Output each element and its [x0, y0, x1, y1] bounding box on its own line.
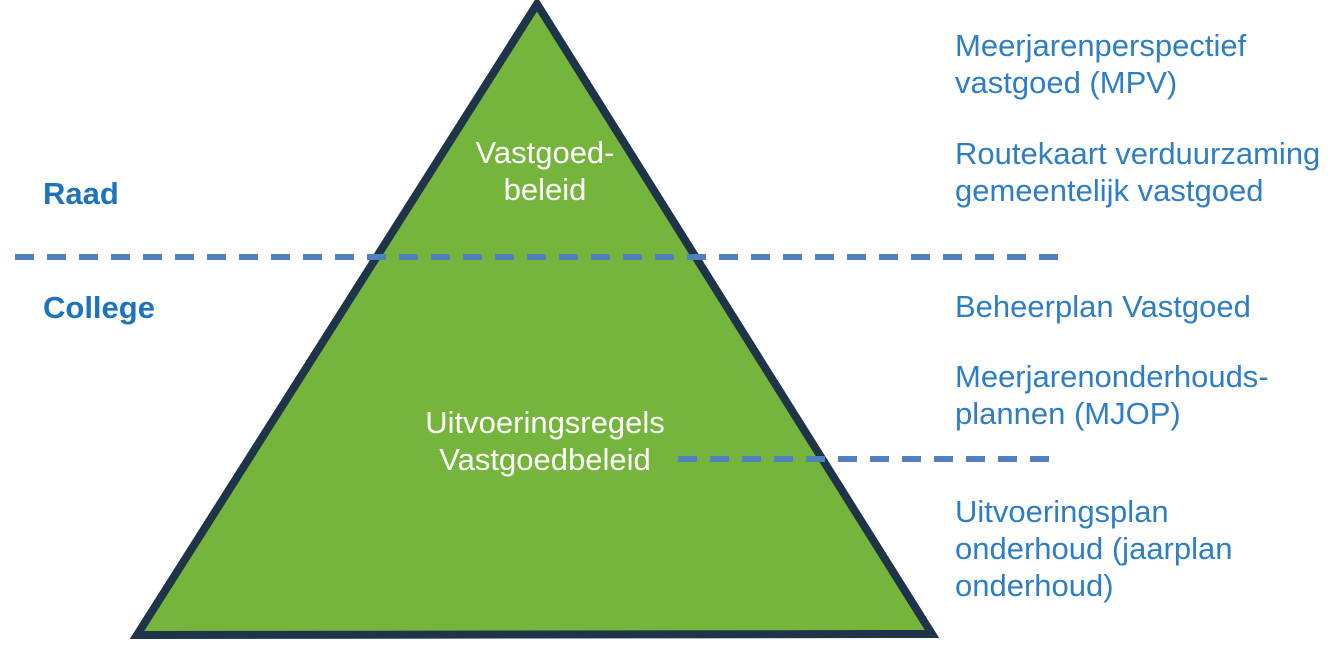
pyramid-level-bottom-label: Uitvoeringsregels Vastgoedbeleid [425, 405, 665, 477]
left-label-college: College [43, 290, 155, 325]
right-label-uitvoeringsplan: Uitvoeringsplan onderhoud (jaarplan onde… [955, 494, 1233, 603]
right-label-mjop: Meerjarenonderhouds- plannen (MJOP) [955, 359, 1269, 431]
right-label-routekaart: Routekaart verduurzaming gemeentelijk va… [955, 136, 1321, 208]
left-label-raad: Raad [43, 176, 119, 211]
pyramid-level-top-label: Vastgoed- beleid [475, 135, 615, 207]
right-label-mpv: Meerjarenperspectief vastgoed (MPV) [955, 28, 1247, 100]
pyramid-shape [129, 0, 940, 640]
right-label-beheerplan: Beheerplan Vastgoed [955, 289, 1251, 324]
